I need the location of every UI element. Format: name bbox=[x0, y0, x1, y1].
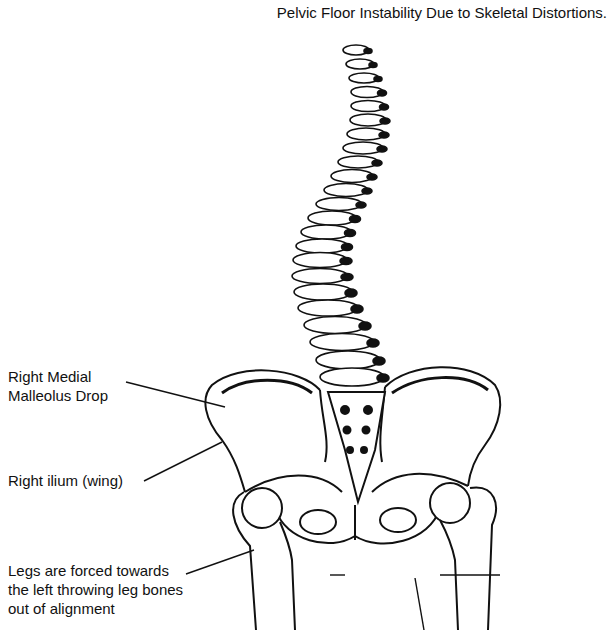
callout-label: Right ilium (wing) bbox=[8, 472, 144, 491]
callout-label: Legs are forced towards the left throwin… bbox=[8, 562, 186, 618]
spine bbox=[292, 45, 390, 386]
diagram-title: Pelvic Floor Instability Due to Skeletal… bbox=[277, 4, 607, 23]
callout-label: Right Medial Malleolus Drop bbox=[8, 368, 126, 406]
femurs bbox=[233, 483, 496, 630]
pelvis bbox=[205, 367, 500, 543]
